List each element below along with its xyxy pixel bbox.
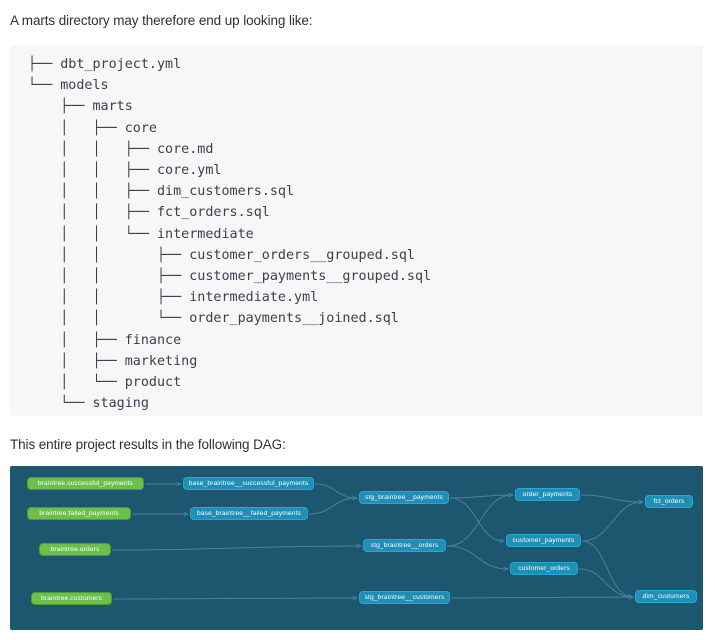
dag-edge-customer_payments-to-dim_customers — [581, 540, 633, 597]
dag-node-order_payments[interactable]: order_payments — [515, 488, 580, 501]
dag-edge-stg_braintree_payments-to-customer_payments — [449, 497, 504, 541]
tree-line: │ │ ├── core.md — [28, 141, 214, 157]
tree-line: └── models — [28, 78, 109, 94]
dag-node-label: braintree.failed_payments — [39, 510, 119, 517]
dag-node-label: fct_orders — [653, 498, 685, 505]
tree-line: │ │ ├── customer_orders__grouped.sql — [28, 247, 415, 263]
dag-node-label: braintree.successful_payments — [37, 480, 134, 487]
tree-line: ├── marts — [28, 99, 133, 115]
dag-node-base_braintree_failed_payments[interactable]: base_braintree__failed_payments — [190, 507, 308, 520]
tree-line: │ │ └── intermediate — [28, 226, 254, 242]
dag-node-fct_orders[interactable]: fct_orders — [645, 495, 693, 508]
dag-node-label: customer_payments — [512, 537, 575, 544]
tree-line: │ │ ├── fct_orders.sql — [28, 205, 270, 221]
tree-line: └── staging — [28, 396, 149, 412]
dag-node-dim_customers[interactable]: dim_customers — [635, 590, 697, 603]
dag-edge-stg_braintree_payments-to-order_payments — [449, 495, 513, 499]
dag-edge-stg_braintree_customers-to-dim_customers — [450, 597, 633, 598]
tree-line: │ └── product — [28, 375, 182, 391]
dag-edge-base_braintree_successful_payments-to-stg_braintree_payments — [314, 483, 357, 498]
dag-node-label: stg_braintree__orders — [370, 542, 439, 549]
tree-line: │ │ ├── dim_customers.sql — [28, 184, 295, 200]
dag-edge-customer_orders-to-dim_customers — [578, 568, 633, 597]
tree-line: │ │ ├── intermediate.yml — [28, 290, 319, 306]
dag-edge-order_payments-to-fct_orders — [580, 494, 643, 502]
intro-paragraph: A marts directory may therefore end up l… — [10, 13, 313, 28]
dag-node-customer_orders[interactable]: customer_orders — [510, 562, 578, 575]
dag-edge-base_braintree_failed_payments-to-stg_braintree_payments — [308, 498, 357, 515]
dag-node-label: stg_braintree__payments — [365, 494, 443, 501]
tree-line: │ ├── marketing — [28, 353, 198, 369]
dag-edge-braintree_orders-to-stg_braintree_orders — [111, 546, 361, 551]
directory-tree-code-block: ├── dbt_project.yml└── models ├── marts … — [10, 45, 703, 416]
dag-node-label: customer_orders — [518, 565, 570, 572]
dag-node-stg_braintree_payments[interactable]: stg_braintree__payments — [359, 491, 449, 504]
dag-edge-customer_payments-to-fct_orders — [581, 502, 643, 542]
dag-node-stg_braintree_customers[interactable]: stg_braintree__customers — [359, 591, 450, 604]
tree-line: ├── dbt_project.yml — [28, 57, 182, 72]
dag-node-label: order_payments — [522, 491, 573, 498]
dag-diagram: braintree.successful_payments braintree.f… — [10, 466, 703, 630]
tree-line: │ ├── core — [28, 120, 157, 136]
dag-node-label: dim_customers — [642, 593, 690, 600]
dag-node-label: base_braintree__failed_payments — [197, 510, 301, 517]
dag-edge-layer — [111, 466, 703, 630]
dag-edge-stg_braintree_orders-to-order_payments — [446, 495, 513, 547]
dag-node-braintree_orders[interactable]: braintree.orders — [39, 543, 111, 556]
tree-line: │ │ └── order_payments__joined.sql — [28, 311, 399, 327]
dag-node-label: stg_braintree__customers — [364, 594, 445, 601]
tree-line: │ ├── finance — [28, 332, 182, 348]
tree-line: │ │ ├── core.yml — [28, 163, 222, 179]
dag-node-label: base_braintree__successful_payments — [188, 480, 309, 487]
dag-node-label: braintree.orders — [50, 546, 100, 553]
dag-node-base_braintree_successful_payments[interactable]: base_braintree__successful_payments — [183, 477, 314, 490]
dag-node-braintree_customers[interactable]: braintree.customers — [31, 592, 112, 605]
dag-node-stg_braintree_orders[interactable]: stg_braintree__orders — [363, 539, 446, 552]
dag-node-braintree_failed_payments[interactable]: braintree.failed_payments — [27, 507, 131, 520]
dag-node-customer_payments[interactable]: customer_payments — [506, 534, 581, 547]
dag-edge-stg_braintree_orders-to-customer_orders — [446, 545, 508, 569]
directory-tree: ├── dbt_project.yml└── models ├── marts … — [28, 54, 703, 414]
dag-edge-braintree_customers-to-stg_braintree_customers — [112, 598, 357, 599]
tree-line: │ │ ├── customer_payments__grouped.sql — [28, 269, 432, 285]
dag-node-braintree_successful_payments[interactable]: braintree.successful_payments — [27, 477, 144, 490]
dag-paragraph: This entire project results in the follo… — [10, 437, 286, 452]
dag-node-label: braintree.customers — [40, 595, 103, 602]
